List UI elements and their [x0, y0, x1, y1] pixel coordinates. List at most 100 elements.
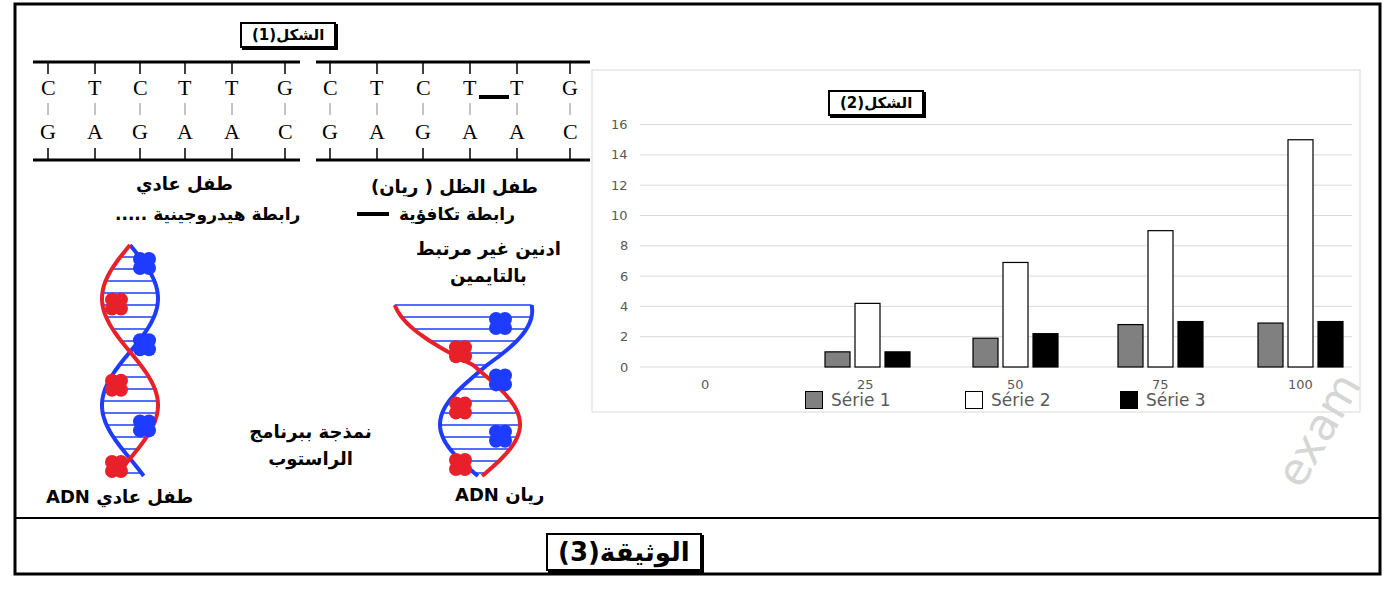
pair-line	[570, 103, 571, 115]
strand	[102, 245, 158, 476]
rail-tick	[231, 148, 233, 160]
base-letter: C	[41, 75, 56, 101]
pair-line	[185, 103, 186, 115]
base-letter: G	[415, 119, 431, 145]
strand	[440, 305, 532, 476]
strand	[102, 245, 158, 476]
atom-sphere	[142, 261, 156, 275]
model-label: ADN ريان	[455, 484, 544, 505]
figure-title-box: الوثيقة(3)	[546, 533, 702, 571]
chart-bars	[825, 140, 1343, 367]
base-letter: A	[177, 119, 193, 145]
chart-bar	[1288, 140, 1313, 367]
pair-line	[285, 103, 286, 115]
title-text: الشكل(1)	[252, 26, 324, 44]
base-pair	[395, 304, 532, 306]
chart-panel	[592, 70, 1360, 412]
panel-label: طفل عادي	[136, 173, 233, 194]
title-text: الشكل(2)	[840, 94, 912, 112]
atom-sphere	[142, 342, 156, 356]
chart-bar	[973, 338, 998, 367]
legend-item: رابطة تكافؤية	[355, 204, 515, 224]
legend-text: رابطة تكافؤية	[399, 204, 515, 224]
chart-bar	[1118, 325, 1143, 367]
figure-title-box: الشكل(2)	[828, 90, 924, 116]
callout-label: نمذجة ببرنامج الراستوب	[243, 418, 378, 472]
axis-category: 75	[1152, 377, 1169, 392]
gridline	[640, 336, 1352, 337]
atom-sphere	[498, 321, 512, 335]
legend-item: رابطة هيدروجينية .....	[71, 204, 300, 224]
axis-tick: 8	[620, 238, 628, 253]
base-letter: G	[132, 119, 148, 145]
rail-tick	[284, 62, 286, 74]
chart-bar	[855, 303, 880, 367]
base-pair	[430, 340, 517, 342]
atom-sphere	[114, 464, 128, 478]
figure-title-box: الشكل(1)	[240, 22, 336, 48]
rail-tick	[376, 148, 378, 160]
base-letter: A	[462, 119, 478, 145]
base-letter: C	[416, 75, 431, 101]
base-letter: C	[278, 119, 293, 145]
base-letter: G	[322, 119, 338, 145]
base-letter: C	[323, 75, 338, 101]
rail-tick	[94, 62, 96, 74]
base-letter: T	[225, 75, 238, 101]
legend-swatch	[1120, 391, 1138, 409]
axis-category: 50	[1007, 377, 1024, 392]
rail-tick	[231, 62, 233, 74]
legend-line-sample	[355, 209, 391, 219]
base-pair	[119, 364, 140, 366]
rail-tick	[469, 148, 471, 160]
axis-tick: 0	[620, 360, 628, 375]
chart-bar	[1258, 323, 1283, 367]
base-letter: T	[510, 75, 523, 101]
axis-category: 25	[857, 377, 874, 392]
divider-line	[15, 517, 1380, 519]
gridline	[640, 245, 1352, 246]
base-letter: T	[88, 75, 101, 101]
pair-line	[48, 103, 49, 115]
base-letter: T	[178, 75, 191, 101]
base-pair	[450, 448, 510, 450]
chart-bar	[1003, 262, 1028, 367]
legend-text: رابطة هيدروجينية .....	[115, 204, 300, 224]
legend-text: Série 1	[831, 390, 891, 410]
pair-line	[330, 103, 331, 115]
rail-tick	[139, 62, 141, 74]
rail-tick	[569, 62, 571, 74]
base-pair	[102, 400, 158, 402]
base-pair	[103, 412, 158, 414]
base-letter: A	[369, 119, 385, 145]
chart-gridlines	[640, 125, 1352, 367]
axis-category: 0	[701, 377, 709, 392]
axis-tick: 6	[620, 269, 628, 284]
atom-sphere	[498, 377, 512, 391]
chart-bar	[1318, 322, 1343, 367]
rail-tick	[516, 148, 518, 160]
pair-line	[377, 103, 378, 115]
rail-tick	[569, 148, 571, 160]
strand	[395, 305, 520, 476]
base-letter: T	[463, 75, 476, 101]
dna-rails	[33, 62, 590, 160]
base-letter: G	[277, 75, 293, 101]
legend-text: Série 2	[991, 390, 1051, 410]
axis-tick: 4	[620, 299, 628, 314]
pair-line	[470, 103, 471, 115]
base-letter: G	[562, 75, 578, 101]
gridline	[640, 185, 1352, 186]
base-letter: G	[40, 119, 56, 145]
rail-tick	[422, 62, 424, 74]
legend-item: Série 2	[965, 390, 1051, 410]
rail-tick	[284, 148, 286, 160]
rail-tick	[47, 148, 49, 160]
rail-tick	[184, 62, 186, 74]
rail-tick	[329, 62, 331, 74]
rail-tick	[184, 148, 186, 160]
legend-swatch	[965, 391, 983, 409]
atom-sphere	[498, 434, 512, 448]
